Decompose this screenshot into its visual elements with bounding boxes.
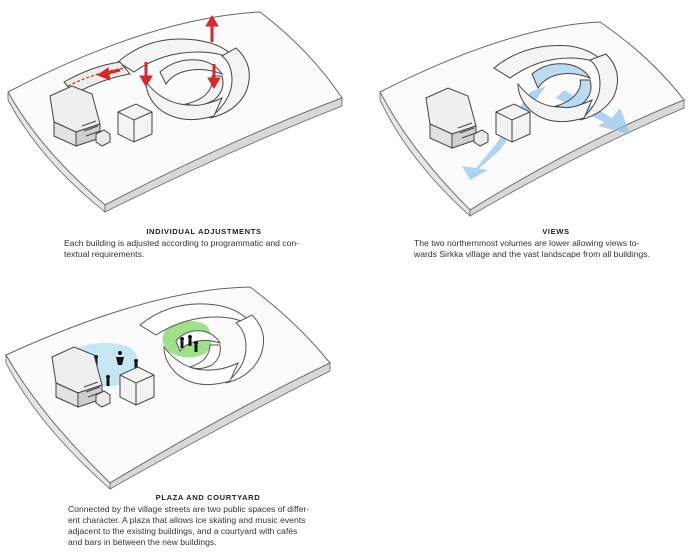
small-buildings xyxy=(95,366,155,408)
stepped-building xyxy=(49,85,101,147)
terrain-model-3 xyxy=(5,286,331,490)
stepped-building xyxy=(51,346,103,408)
caption-line: textual requirements. xyxy=(64,249,145,259)
caption-line: ent character. A plaza that allows ice s… xyxy=(68,515,306,525)
diagram-plaza-and-courtyard: PLAZA AND COURTYARD Connected by the vil… xyxy=(0,285,350,554)
terrain-side-right xyxy=(104,97,343,213)
caption-line: Connected by the village streets are two… xyxy=(68,504,310,514)
terrain-side-right xyxy=(469,99,685,217)
caption-line: The two northernmost volumes are lower a… xyxy=(414,238,640,248)
caption-line: and bars in between the new buildings. xyxy=(68,537,217,547)
spiral-buildings xyxy=(493,45,619,123)
caption-line: wards Sirkka village and the vast landsc… xyxy=(414,249,650,259)
small-buildings xyxy=(473,103,531,147)
caption-plaza-and-courtyard: PLAZA AND COURTYARD Connected by the vil… xyxy=(68,493,348,548)
terrain-side-right xyxy=(109,362,331,490)
stepped-building xyxy=(425,87,477,149)
caption-line: adjacent to the existing buildings, and … xyxy=(68,526,298,536)
diagram-individual-adjustments: INDIVIDUAL ADJUSTMENTS Each building is … xyxy=(0,0,350,259)
connector-wing xyxy=(63,61,131,95)
diagram-views: VIEWS The two northernmost volumes are l… xyxy=(350,0,700,259)
caption-views: VIEWS The two northernmost volumes are l… xyxy=(414,227,698,260)
spiral-buildings xyxy=(139,303,265,386)
terrain-model-1 xyxy=(7,11,343,213)
small-buildings xyxy=(95,103,153,147)
red-arrow-icons xyxy=(96,15,221,89)
caption-title: VIEWS xyxy=(542,227,570,236)
caption-title: PLAZA AND COURTYARD xyxy=(155,493,261,502)
caption-line: Each building is adjusted according to p… xyxy=(64,238,300,248)
caption-individual-adjustments: INDIVIDUAL ADJUSTMENTS Each building is … xyxy=(64,227,344,260)
terrain-model-2 xyxy=(379,21,685,217)
connector-dashed xyxy=(67,67,127,87)
caption-title: INDIVIDUAL ADJUSTMENTS xyxy=(146,227,262,236)
